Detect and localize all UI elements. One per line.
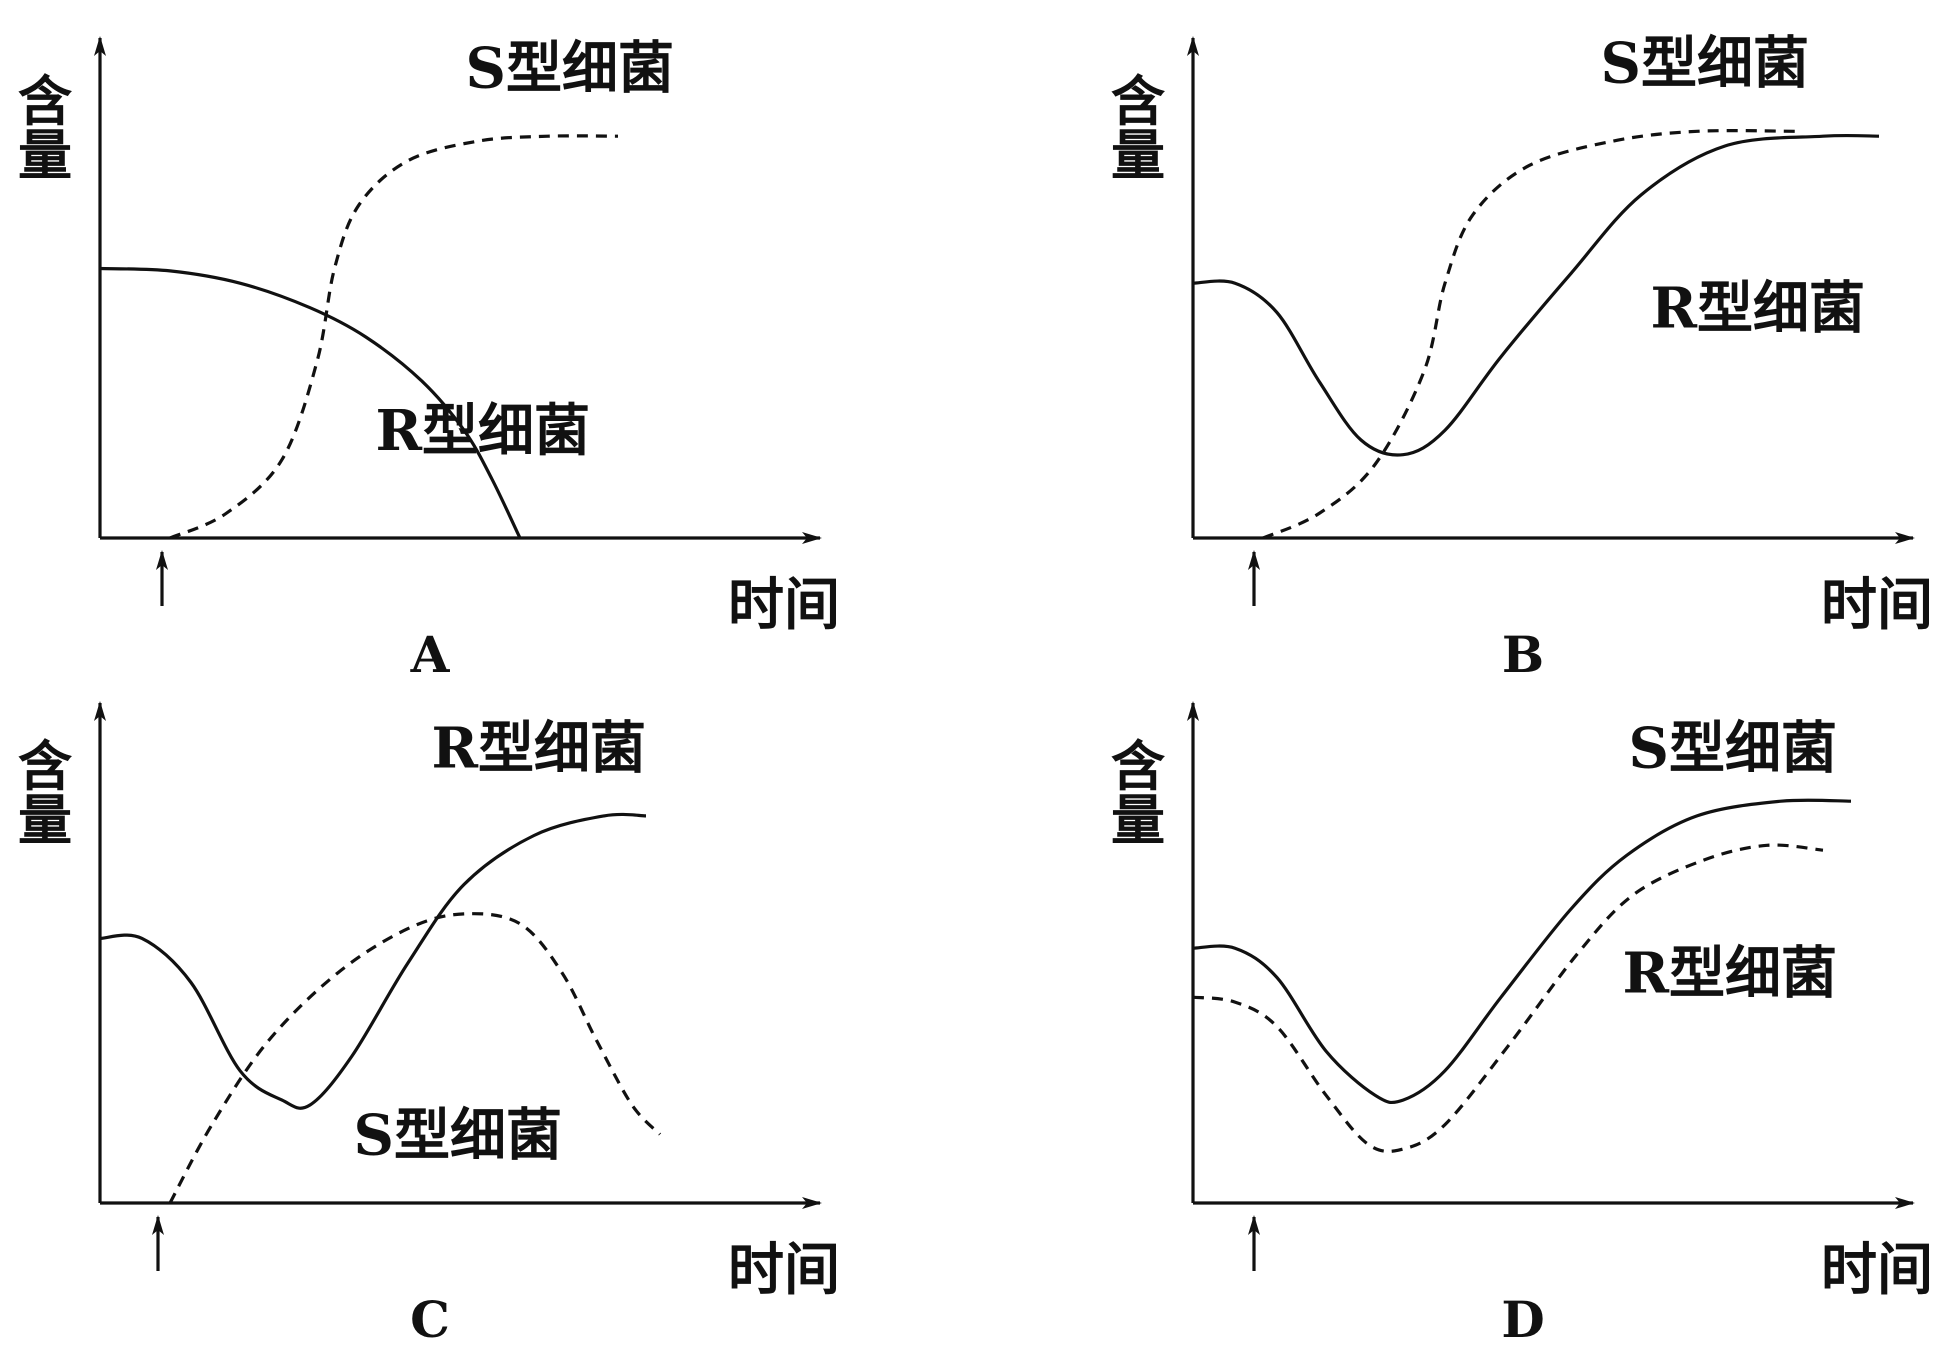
series-line-1: [99, 266, 522, 539]
series-label-1: S型细菌: [1629, 715, 1837, 781]
x-axis-label: 时间: [1821, 572, 1933, 638]
series-line-2: [169, 134, 619, 540]
y-axis-label: 含量: [18, 734, 72, 852]
panel-label: B: [1502, 625, 1544, 684]
series-label-2: R型细菌: [1650, 276, 1865, 342]
series-line-1: [99, 812, 647, 1110]
series-label-2: R型细菌: [375, 398, 590, 464]
series-label-2: S型细菌: [354, 1102, 562, 1168]
y-axis-label: 含量: [1111, 69, 1165, 187]
panel-label: A: [410, 625, 451, 684]
series-line-2: [1262, 128, 1796, 540]
series-line-1: [1192, 798, 1852, 1105]
series-label-1: R型细菌: [431, 715, 646, 781]
series-line-1: [1192, 133, 1880, 457]
series-label-1: S型细菌: [1601, 31, 1809, 97]
panel-label: D: [1501, 1290, 1544, 1349]
y-axis-label: 含量: [18, 69, 72, 187]
series-line-2: [168, 912, 662, 1204]
x-axis-label: 时间: [1821, 1237, 1933, 1303]
series-line-2: [1192, 843, 1824, 1153]
series-label-2: R型细菌: [1622, 941, 1837, 1007]
x-axis-label: 时间: [728, 572, 840, 638]
series-label-1: S型细菌: [466, 36, 674, 102]
y-axis-label: 含量: [1111, 734, 1165, 852]
panel-label: C: [410, 1290, 450, 1349]
x-axis-label: 时间: [728, 1237, 840, 1303]
